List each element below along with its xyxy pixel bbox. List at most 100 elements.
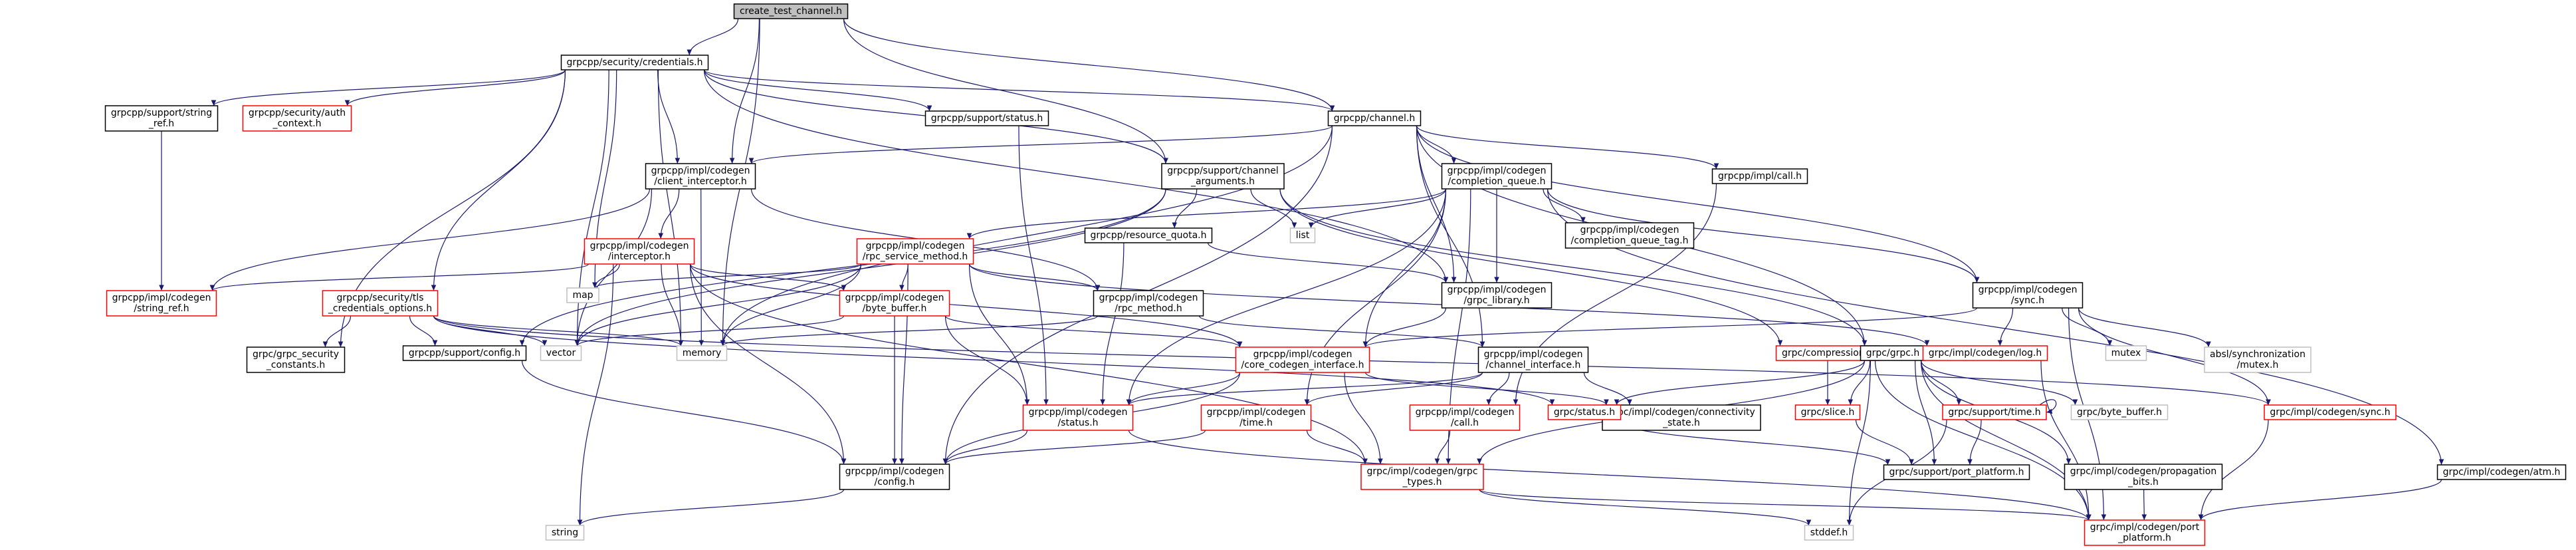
node-label: _ref.h — [148, 118, 174, 129]
node-memory[interactable]: memory — [676, 345, 728, 361]
node-status-cg[interactable]: grpcpp/impl/codegen/status.h — [1022, 404, 1134, 431]
node-grpc-types[interactable]: grpc/impl/codegen/grpc_types.h — [1360, 464, 1484, 490]
node-support-time[interactable]: grpc/support/time.h — [1942, 404, 2047, 420]
node-label: /rpc_method.h — [1115, 303, 1182, 314]
edge-client-interceptor-to-interceptor — [658, 188, 680, 239]
node-channel-interface[interactable]: grpcpp/impl/codegen/channel_interface.h — [1477, 346, 1589, 373]
node-label: grpcpp/impl/codegen — [1580, 225, 1679, 235]
node-label: grpcpp/support/status.h — [931, 113, 1043, 124]
node-string-ref-sup[interactable]: grpcpp/support/string_ref.h — [104, 105, 219, 132]
node-label: _arguments.h — [1190, 176, 1255, 187]
node-propagation-bits[interactable]: grpc/impl/codegen/propagation_bits.h — [2064, 464, 2223, 490]
node-core-codegen-interface[interactable]: grpcpp/impl/codegen/core_codegen_interfa… — [1235, 346, 1370, 373]
edge-layer — [159, 18, 2444, 526]
node-label: grpcpp/impl/codegen — [845, 293, 944, 303]
node-port-platform-cg[interactable]: grpc/impl/codegen/port_platform.h — [2084, 519, 2206, 546]
edge-rpc-service-method-to-status-cg — [968, 263, 1030, 406]
node-vector[interactable]: vector — [540, 345, 582, 361]
node-byte-buffer-grpc[interactable]: grpc/byte_buffer.h — [2070, 404, 2169, 420]
node-grpc-library[interactable]: grpcpp/impl/codegen/grpc_library.h — [1441, 282, 1553, 309]
node-support-config[interactable]: grpcpp/support/config.h — [402, 345, 527, 361]
node-box — [1477, 346, 1589, 373]
edge-channel-arguments-to-vector — [574, 188, 1166, 346]
node-string-ref-cg[interactable]: grpcpp/impl/codegen/string_ref.h — [106, 290, 217, 317]
node-completion-queue[interactable]: grpcpp/impl/codegen/completion_queue.h — [1441, 163, 1553, 190]
node-label: grpcpp/security/tls — [336, 293, 423, 303]
node-box — [1161, 163, 1285, 190]
node-label: grpcpp/impl/codegen — [1099, 293, 1198, 303]
node-interceptor[interactable]: grpcpp/impl/codegen/interceptor.h — [584, 238, 695, 265]
node-label: grpc/support/port_platform.h — [1889, 467, 2024, 478]
node-resource-quota[interactable]: grpcpp/resource_quota.h — [1084, 227, 1213, 243]
edge-root-to-channel-arguments — [843, 18, 1168, 164]
node-box — [1883, 464, 2030, 480]
edge-support-config-to-config-cg — [521, 360, 847, 465]
node-label: /client_interceptor.h — [654, 176, 747, 187]
node-box — [1327, 110, 1422, 126]
edge-channel-arguments-to-resource-quota — [1172, 188, 1198, 229]
node-map[interactable]: map — [566, 287, 599, 303]
node-security-constants[interactable]: grpc/grpc_security_constants.h — [246, 346, 346, 373]
node-byte-buffer-cg[interactable]: grpcpp/impl/codegen/byte_buffer.h — [839, 290, 950, 317]
node-cq-tag[interactable]: grpcpp/impl/codegen/completion_queue_tag… — [1564, 222, 1695, 249]
node-connectivity-state[interactable]: grpc/impl/codegen/connectivity_state.h — [1602, 404, 1761, 431]
node-support-status[interactable]: grpcpp/support/status.h — [924, 110, 1049, 126]
edge-tls-options-to-security-constants — [322, 315, 352, 348]
node-grpc-status[interactable]: grpc/status.h — [1547, 404, 1622, 420]
edge-interceptor-to-string-ref-cg — [209, 263, 590, 291]
node-grpc-slice[interactable]: grpc/slice.h — [1794, 404, 1861, 420]
edge-grpc-library-to-core-codegen-interface — [1362, 307, 1447, 348]
node-log[interactable]: grpc/impl/codegen/log.h — [1922, 345, 2048, 361]
node-auth-context[interactable]: grpcpp/security/auth_context.h — [242, 105, 352, 132]
node-label: grpc/impl/codegen/port — [2090, 522, 2200, 533]
edge-status-cg-to-config-cg — [942, 430, 1028, 465]
node-box — [1547, 404, 1622, 420]
node-port-platform-sup[interactable]: grpc/support/port_platform.h — [1883, 464, 2030, 480]
node-list[interactable]: list — [1289, 227, 1316, 243]
edge-credentials-to-vector — [574, 69, 609, 346]
node-label: /channel_interface.h — [1486, 360, 1581, 370]
edge-credentials-to-client-interceptor — [657, 69, 681, 164]
node-label: stddef.h — [1810, 527, 1848, 538]
node-client-interceptor[interactable]: grpcpp/impl/codegen/client_interceptor.h — [645, 163, 756, 190]
node-box — [1972, 282, 2084, 309]
node-label: grpc/byte_buffer.h — [2077, 407, 2162, 418]
node-grpc-h[interactable]: grpc/grpc.h — [1860, 345, 1926, 361]
node-sync-grpc[interactable]: grpc/impl/codegen/sync.h — [2264, 404, 2397, 420]
node-string[interactable]: string — [545, 525, 585, 541]
node-box — [2105, 345, 2147, 361]
node-rpc-service-method[interactable]: grpcpp/impl/codegen/rpc_service_method.h — [856, 238, 974, 265]
edge-completion-queue-to-list — [1308, 188, 1447, 229]
node-absl-mutex[interactable]: absl/synchronization/mutex.h — [2204, 346, 2311, 373]
edge-rpc-method-to-channel-interface — [1198, 315, 1485, 348]
node-label: /byte_buffer.h — [863, 303, 927, 314]
node-stddef[interactable]: stddef.h — [1804, 525, 1854, 541]
edge-credentials-to-support-status — [703, 69, 932, 112]
node-impl-call[interactable]: grpcpp/impl/call.h — [1711, 168, 1808, 184]
node-layer: create_test_channel.h grpcpp/security/cre… — [104, 3, 2567, 546]
edge-interceptor-to-map — [592, 263, 620, 289]
node-label: grpc/support/time.h — [1948, 407, 2040, 418]
node-call-cg[interactable]: grpcpp/impl/codegen/call.h — [1409, 404, 1521, 431]
node-box — [1564, 222, 1695, 249]
edge-resource-quota-to-status-cg — [1100, 242, 1125, 406]
node-credentials[interactable]: grpcpp/security/credentials.h — [560, 55, 709, 70]
node-rpc-method[interactable]: grpcpp/impl/codegen/rpc_method.h — [1093, 290, 1204, 317]
node-root[interactable]: create_test_channel.h — [733, 3, 849, 19]
edge-grpc-h-to-port-platform-sup — [1915, 360, 1937, 466]
edge-sync-cg-to-log — [1997, 307, 2014, 346]
node-tls-options[interactable]: grpcpp/security/tls_credentials_options.… — [322, 290, 439, 317]
node-label: /interceptor.h — [608, 251, 671, 262]
edge-sync-cg-to-core-codegen-interface — [1362, 307, 1978, 348]
node-time-cg[interactable]: grpcpp/impl/codegen/time.h — [1200, 404, 1312, 431]
node-channel-arguments[interactable]: grpcpp/support/channel_arguments.h — [1161, 163, 1285, 190]
node-atm[interactable]: grpc/impl/codegen/atm.h — [2436, 464, 2567, 480]
node-box — [733, 3, 849, 19]
node-mutex[interactable]: mutex — [2105, 345, 2147, 361]
node-config-cg[interactable]: grpcpp/impl/codegen/config.h — [839, 464, 950, 490]
edge-channel-interface-to-connectivity-state — [1583, 372, 1632, 406]
node-sync-cg[interactable]: grpcpp/impl/codegen/sync.h — [1972, 282, 2084, 309]
node-box — [1922, 345, 2048, 361]
node-channel[interactable]: grpcpp/channel.h — [1327, 110, 1422, 126]
node-label: map — [572, 290, 593, 301]
